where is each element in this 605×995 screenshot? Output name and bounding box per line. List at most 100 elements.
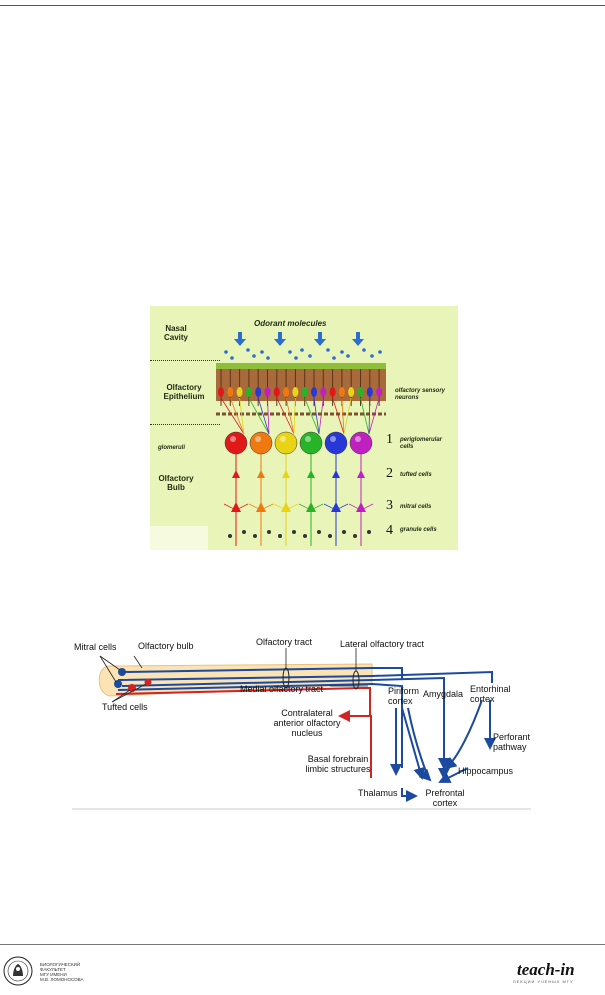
mitral-cell [281,502,291,512]
sensory-axon [332,397,345,435]
teach-in-tagline: ЛЕКЦИИ УЧЕНЫХ МГУ [513,979,574,984]
sensory-neuron-soma [236,387,243,397]
medial-tract-red [115,687,372,778]
sensory-axon [343,397,352,435]
teach-in-logo: teach-in [517,960,575,979]
granule-cell [242,530,246,534]
odorant-molecules [224,348,382,360]
lateral-tract-label: Lateral olfactory tract [340,639,425,649]
sensory-neuron-soma [301,387,308,397]
mitral-cell [256,502,266,512]
thalamus-prefrontal [401,788,418,802]
sensory-neuron-soma [320,387,327,397]
sensory-neuron-soma [348,387,355,397]
sensory-neuron-soma [245,387,252,397]
mitral-branch [260,503,274,511]
granule-cell [228,534,232,538]
granule-cell [353,534,357,538]
sensory-neuron-soma [264,387,271,397]
epithelium-label: Olfactory Epithelium [163,383,205,401]
prefrontal-label: Prefrontal cortex [425,788,465,808]
perforant-label: Perforant pathway [493,732,531,752]
msu-seal-icon [3,956,33,986]
contralateral-label: Contralateral anterior olfactory nucleus [273,708,341,738]
tufted-cell-2 [144,678,152,686]
entorhinal-prefrontal [444,699,483,770]
glomerulus-highlight [255,436,261,442]
cell-layers [150,369,383,550]
mitral-cell [231,502,241,512]
sensory-neuron-soma [292,387,299,397]
sensory-axon [368,397,371,435]
fig1-drawing [150,332,386,550]
amygdala-label: Amygdala [423,689,464,699]
mitral-branch [310,503,324,511]
mitral-cell [331,502,341,512]
sensory-axon [313,397,320,435]
olfactory-projections-figure: Mitral cells Olfactory bulb Olfactory tr… [72,628,531,811]
sensory-neuron-soma [329,387,336,397]
odorant-molecule [332,356,336,360]
glomerulus-highlight [330,436,336,442]
sensory-axon [360,397,370,435]
tufted-cell [332,470,340,478]
granule-cell [278,534,282,538]
odorant-molecules-label: Odorant molecules [254,319,327,328]
tufted-cell [357,470,365,478]
sensory-axon [341,397,345,435]
glomeruli-label: glomeruli [158,445,186,451]
basal-forebrain-label: Basal forebrain limbic structures [305,754,371,774]
corner-box [150,526,208,550]
divider-epithelium [150,424,220,425]
odorant-molecule [288,350,292,354]
sensory-axon [239,397,245,435]
tufted-cell [257,470,265,478]
epithelium-band [216,369,386,401]
odorant-molecule [230,356,234,360]
piriform-line [117,682,403,768]
piriform-prefrontal-2 [407,707,432,782]
mitral-branch [348,503,362,511]
glomerulus-highlight [280,436,286,442]
glomerulus [249,431,273,455]
sensory-axon [276,397,295,435]
layer-number-3: 3 [386,498,393,513]
sensory-axon [267,397,270,435]
bottom-rule [0,944,605,945]
mitral-cells-label: Mitral cells [74,642,117,652]
mucus-layer [216,363,386,369]
sensory-axon [304,397,320,435]
odorant-molecule [370,354,374,358]
tufted-cells-label: Tufted cells [102,702,148,712]
sensory-axon [257,397,270,435]
sensory-neuron-soma [376,387,383,397]
mitral-branch [335,503,349,511]
piriform-label: Piriform cortex [388,686,419,706]
sensory-axon [229,397,245,435]
olfactory-pathway-figure: Nasal Cavity Odorant molecules Olfactory… [150,306,458,550]
sensory-neuron-soma [283,387,290,397]
sensory-neuron-soma [357,387,364,397]
odorant-molecule [378,350,382,354]
granule-cell [303,534,307,538]
layer-number-2: 2 [386,466,393,481]
tufted-label: tufted cells [400,472,432,478]
mitral-branch [235,503,249,511]
mitral-branch [285,503,299,511]
entorhinal-line [117,670,493,683]
glomerulus-highlight [230,436,236,442]
granule-cell [253,534,257,538]
sensory-neuron-soma [255,387,262,397]
sensory-neuron-soma [311,387,317,397]
granule-cell [367,530,371,534]
odorant-molecule [326,348,330,352]
sensory-axon [285,397,295,435]
sensory-neuron-soma [218,387,224,397]
odorant-molecule [266,356,270,360]
tufted-cell [232,470,240,478]
odorant-molecule [308,354,312,358]
olfactory-bulb-label: Olfactory bulb [138,641,194,651]
layer-number-4: 4 [386,523,393,538]
mitral-branch [273,503,287,511]
sensory-neurons-label: olfactory sensory neurons [395,388,446,401]
